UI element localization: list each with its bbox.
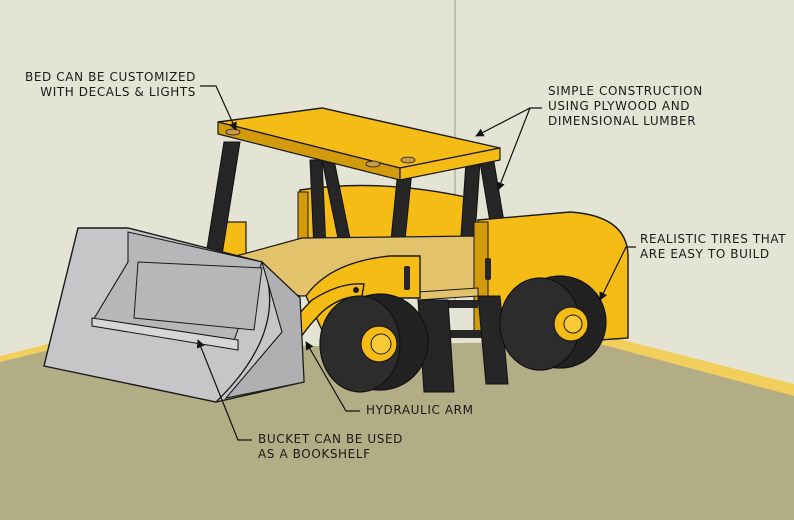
canopy-light: [225, 128, 241, 136]
callout-hydraulic: HYDRAULIC ARM: [366, 403, 474, 418]
leader-bucket: [196, 339, 252, 441]
ladder-rung: [448, 330, 488, 338]
hood-handle: [485, 258, 491, 280]
leader-hydraulic: [305, 341, 360, 412]
leader-construction-2: [496, 107, 531, 191]
rear-hub-cap: [563, 314, 583, 334]
callout-line: WITH DECALS & LIGHTS: [40, 85, 196, 99]
callout-line: ARE EASY TO BUILD: [640, 247, 770, 261]
callout-line: USING PLYWOOD AND: [548, 99, 691, 113]
canopy-light: [365, 160, 381, 168]
callout-tires: REALISTIC TIRES THAT ARE EASY TO BUILD: [640, 232, 786, 262]
callout-line: BUCKET CAN BE USED: [258, 432, 404, 446]
canopy-side-edge: [399, 147, 501, 181]
callout-line: AS A BOOKSHELF: [258, 447, 371, 461]
leader-tires: [599, 246, 636, 301]
arm-pivot: [353, 287, 359, 293]
leader-lines: [196, 85, 636, 441]
baseboard-right: [600, 334, 794, 396]
canopy-light: [400, 156, 416, 164]
fender-handle: [404, 266, 410, 290]
callout-construction: SIMPLE CONSTRUCTION USING PLYWOOD AND DI…: [548, 84, 703, 129]
callout-line: SIMPLE CONSTRUCTION: [548, 84, 703, 98]
ladder-rung: [448, 300, 478, 308]
callout-customize: BED CAN BE CUSTOMIZED WITH DECALS & LIGH…: [18, 70, 196, 100]
callout-line: REALISTIC TIRES THAT: [640, 232, 787, 246]
front-hub-cap: [370, 333, 392, 355]
callout-bucket: BUCKET CAN BE USED AS A BOOKSHELF: [258, 432, 403, 462]
bucket-side-panel: [224, 260, 305, 399]
bucket-shelf-back: [133, 261, 263, 331]
callout-line: HYDRAULIC ARM: [366, 403, 474, 417]
callout-line: DIMENSIONAL LUMBER: [548, 114, 697, 128]
callout-line: BED CAN BE CUSTOMIZED: [25, 70, 196, 84]
leader-customize: [200, 85, 237, 131]
